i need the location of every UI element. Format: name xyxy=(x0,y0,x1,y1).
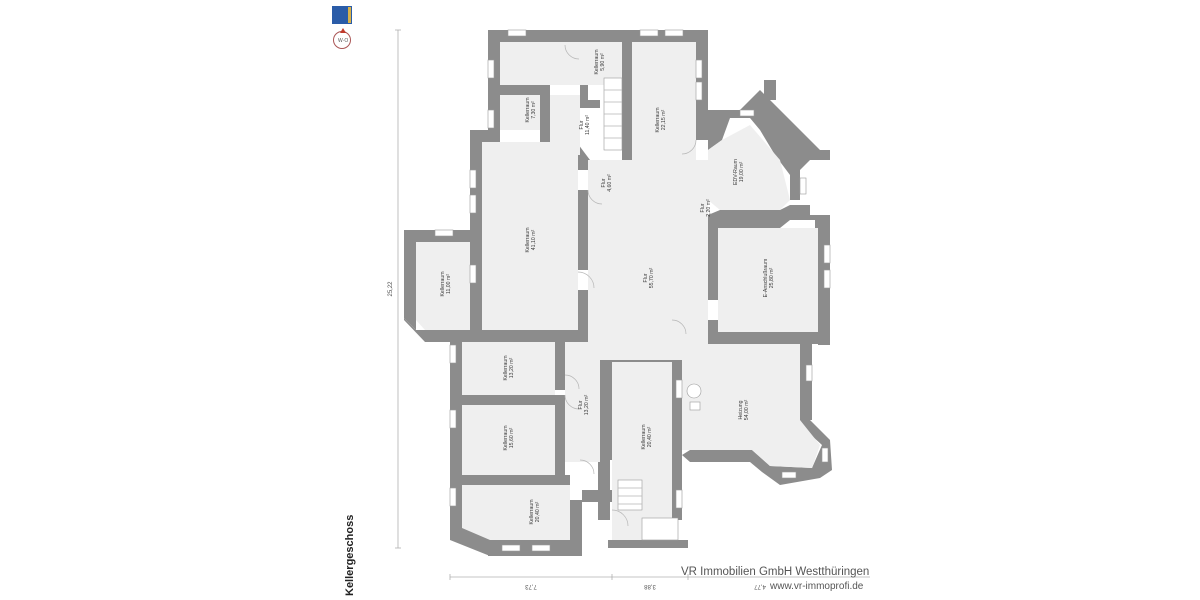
room-label: Kellerraum15,60 m² xyxy=(503,425,515,450)
room-labels: Kellerraum5,90 m² Kellerraum7,30 m² Flur… xyxy=(440,49,775,524)
room-label: Kellerraum7,30 m² xyxy=(525,97,537,122)
windows xyxy=(434,29,831,552)
floors xyxy=(416,42,820,540)
room-label: Kellerraum41,10 m² xyxy=(525,227,537,252)
floor-title: Kellergeschoss xyxy=(344,514,356,596)
compass-icon: W·O xyxy=(333,28,351,49)
room-label: Flur55,70 m² xyxy=(643,267,655,288)
room-label: EDV-Raum19,00 m² xyxy=(733,159,745,185)
room-label: Flur4,60 m² xyxy=(601,174,613,192)
room-label: Heizung54,00 m² xyxy=(738,399,750,420)
vr-logo-icon xyxy=(332,6,352,24)
width-dimension-left: 7,73 xyxy=(525,583,537,589)
room-label: Kellerraum5,90 m² xyxy=(594,49,606,74)
width-dimension-mid: 3,88 xyxy=(644,583,656,589)
tank-icon xyxy=(689,401,701,411)
room-label: Flur2,20 m² xyxy=(700,199,712,217)
room-label: E-Anschlußraum25,80 m² xyxy=(763,259,775,298)
staircase xyxy=(603,77,679,541)
height-dimension: 25,22 xyxy=(388,281,394,297)
room-label: Flur11,40 m² xyxy=(579,115,591,135)
room-label: Kellerraum20,40 m² xyxy=(529,499,541,524)
width-dimension-right: 4,77 xyxy=(754,583,766,589)
door-swings xyxy=(564,44,697,527)
company-name: VR Immobilien GmbH Westthüringen xyxy=(681,566,870,578)
dimension-lines: 25,22 7,73 3,88 4,77 xyxy=(388,29,870,589)
room-label: Kellerraum13,20 m² xyxy=(503,355,515,380)
walls xyxy=(404,30,832,556)
room-label: Kellerraum11,00 m² xyxy=(440,271,452,296)
room-label: Kellerraum20,40 m² xyxy=(641,424,653,449)
room-label: Kellerraum22,15 m² xyxy=(655,107,667,132)
website-link[interactable]: www.vr-immoprofi.de xyxy=(770,581,864,592)
room-label: Flur13,20 m² xyxy=(578,394,590,415)
boiler-icon xyxy=(686,383,702,399)
